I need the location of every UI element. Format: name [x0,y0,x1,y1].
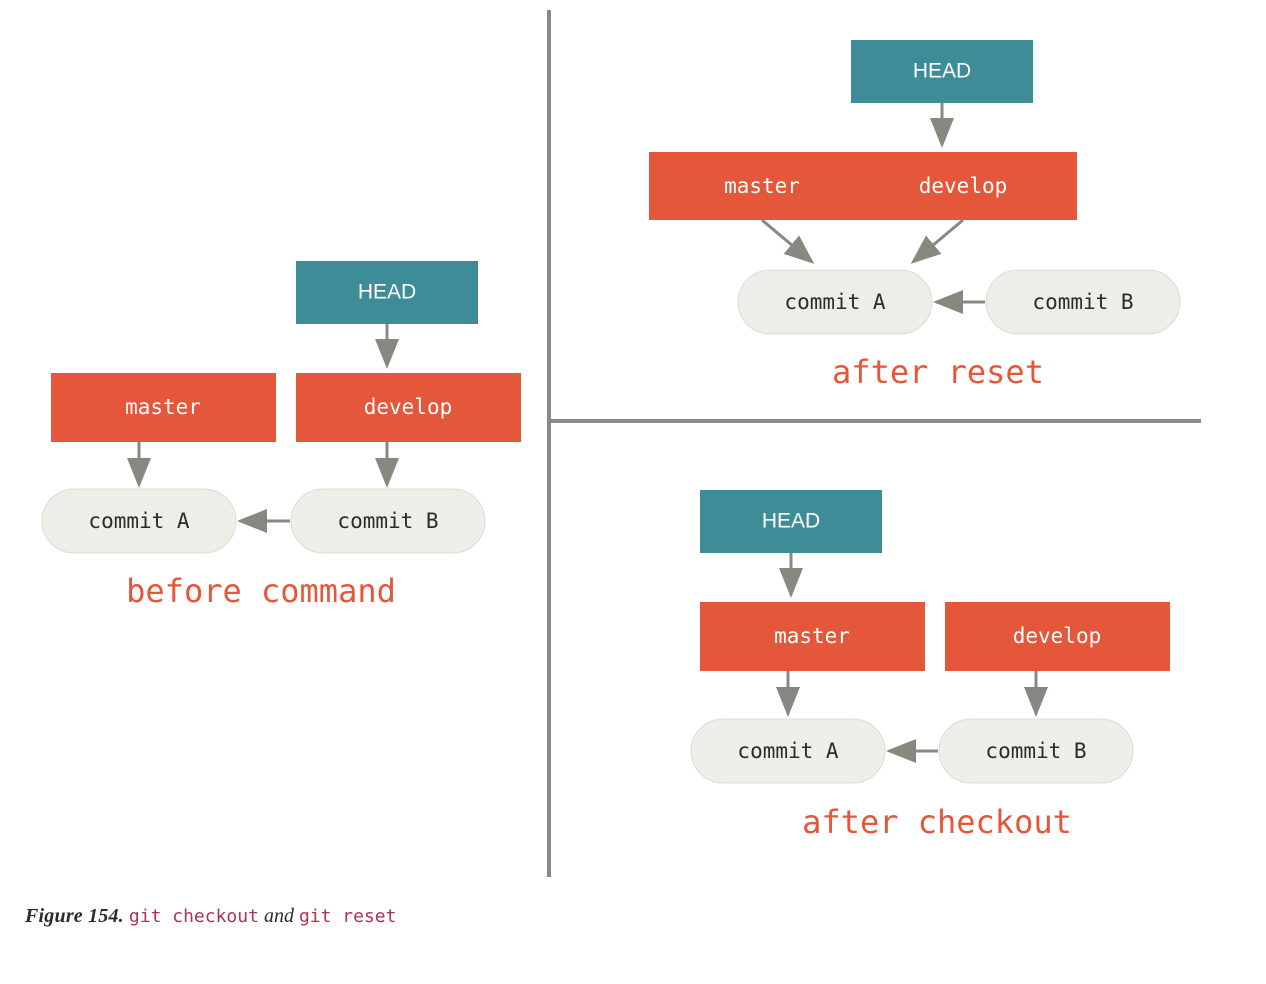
panel-before-command: HEAD master develop commit A [41,261,521,610]
commit-node-a-label: commit A [737,739,839,763]
commit-node-b-before[interactable]: commit B [290,488,486,554]
figure-caption: Figure 154. git checkout and git reset [25,905,396,928]
branch-box-develop-before[interactable]: develop [296,373,521,442]
head-box-after-checkout[interactable]: HEAD [700,490,882,553]
commit-node-a-after-checkout[interactable]: commit A [690,718,886,784]
head-box-before[interactable]: HEAD [296,261,478,324]
panel-caption-after-reset: after reset [832,353,1044,391]
head-box-label: HEAD [358,281,416,304]
figure-number: Figure 154. [25,905,124,927]
commit-node-b-after-checkout[interactable]: commit B [938,718,1134,784]
panel-after-checkout: HEAD master develop commit A [690,490,1170,841]
branch-box-master-label: master [125,395,201,419]
panel-dividers [547,10,1201,877]
commit-node-b-label: commit B [337,509,438,533]
head-box-label: HEAD [762,510,820,533]
commit-node-a-label: commit A [784,290,886,314]
branch-box-master-before[interactable]: master [51,373,276,442]
commit-node-b-label: commit B [985,739,1086,763]
branch-box-master-after-checkout[interactable]: master [700,602,925,671]
commit-node-a-label: commit A [88,509,190,533]
branch-box-merged-after-reset[interactable]: master develop [649,152,1077,220]
branch-box-master-label: master [724,174,800,198]
panel-after-reset: HEAD master develop commit A c [649,40,1181,391]
commit-node-a-after-reset[interactable]: commit A [737,269,933,335]
arrow-master-to-commit-a-after-reset [761,218,815,264]
figure-code-checkout: git checkout [128,906,259,927]
git-checkout-reset-diagram: HEAD master develop commit A [41,10,1201,877]
branch-box-develop-label: develop [919,174,1008,198]
head-box-after-reset[interactable]: HEAD [851,40,1033,103]
branch-box-develop-label: develop [1013,624,1102,648]
commit-node-b-label: commit B [1032,290,1133,314]
branch-box-master-label: master [774,624,850,648]
commit-node-a-before[interactable]: commit A [41,488,237,554]
figure-code-reset: git reset [298,906,397,927]
panel-caption-after-checkout: after checkout [802,803,1072,841]
figure-conjunction: and [263,905,294,927]
panel-caption-before-command: before command [126,572,396,610]
branch-box-develop-label: develop [364,395,453,419]
arrow-develop-to-commit-a-after-reset [910,218,964,264]
commit-node-b-after-reset[interactable]: commit B [985,269,1181,335]
branch-box-develop-after-checkout[interactable]: develop [945,602,1170,671]
head-box-label: HEAD [913,60,971,83]
